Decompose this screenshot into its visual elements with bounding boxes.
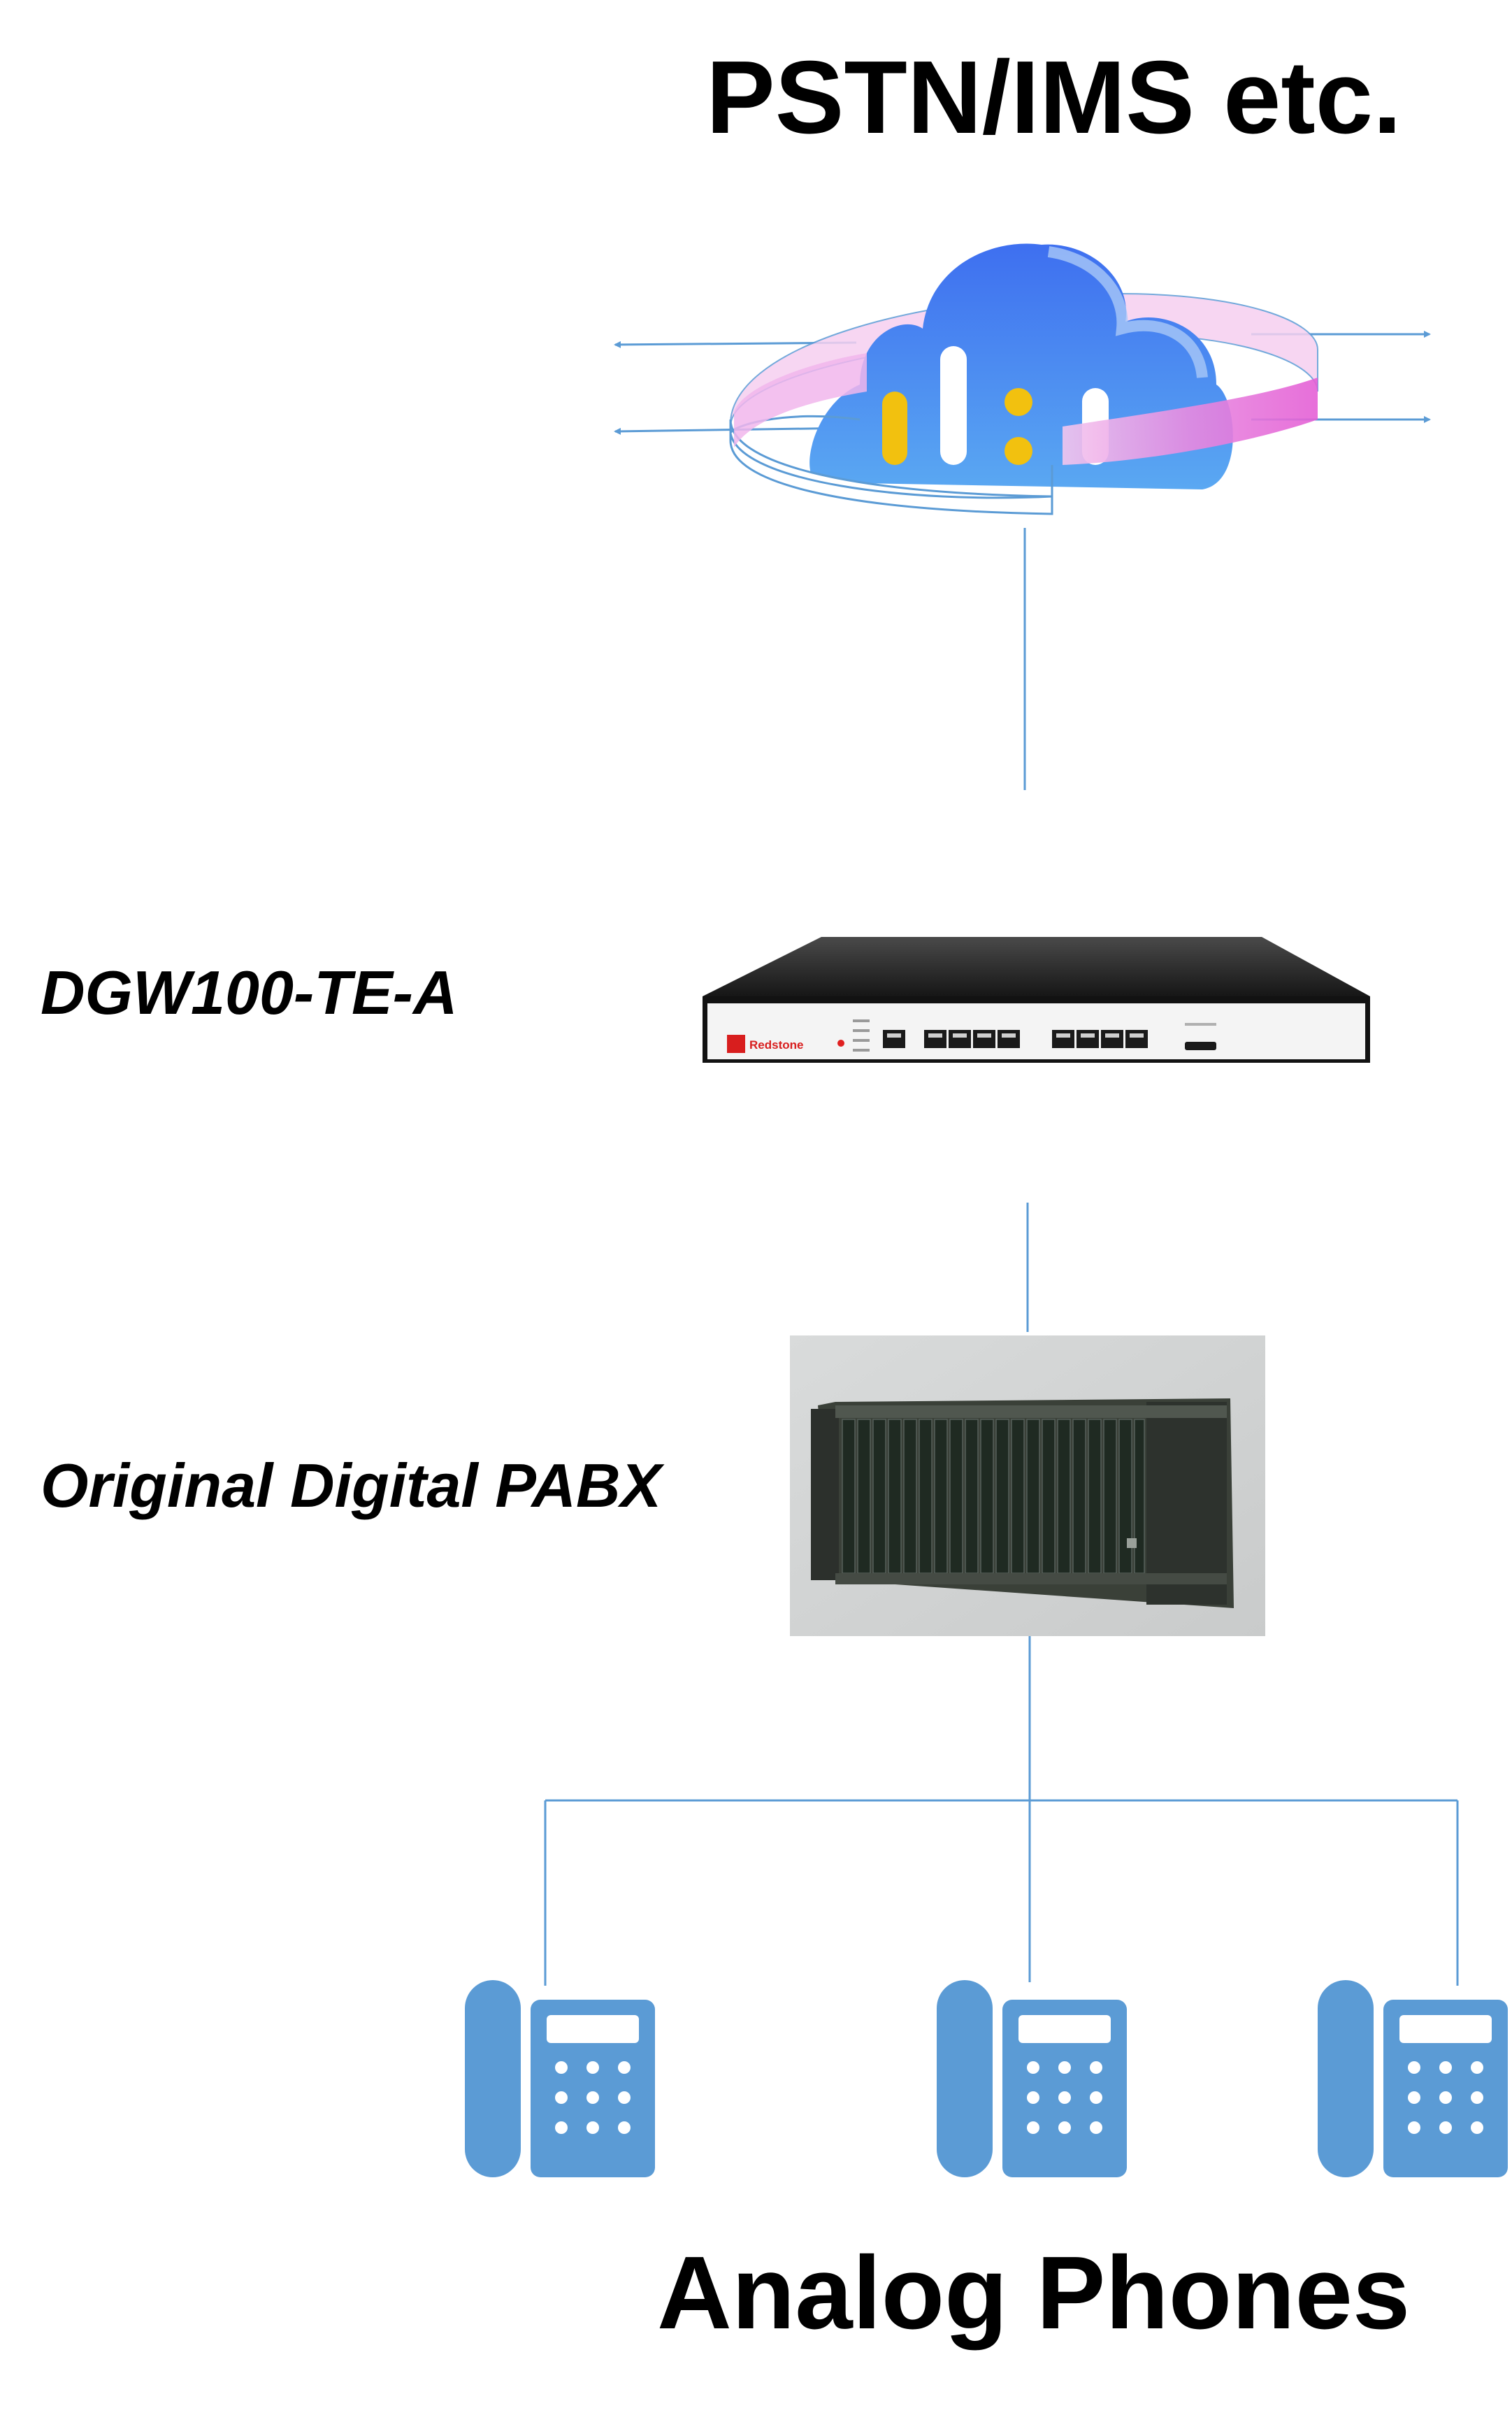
- connector-lines: [544, 528, 1459, 1986]
- pabx-label: Original Digital PABX: [41, 1451, 662, 1520]
- gateway-label: DGW100-TE-A: [41, 958, 458, 1027]
- cloud-icon: [614, 243, 1431, 515]
- gateway-brand: Redstone: [749, 1038, 803, 1052]
- desk-phone-icon: [1318, 1980, 1508, 2177]
- desk-phone-icon: [465, 1980, 655, 2177]
- gateway-device: Redstone: [703, 937, 1370, 1063]
- top-heading: PSTN/IMS etc.: [706, 40, 1402, 155]
- pabx-rack: [790, 1335, 1265, 1636]
- desk-phone-icon: [937, 1980, 1127, 2177]
- bottom-heading: Analog Phones: [657, 2235, 1411, 2351]
